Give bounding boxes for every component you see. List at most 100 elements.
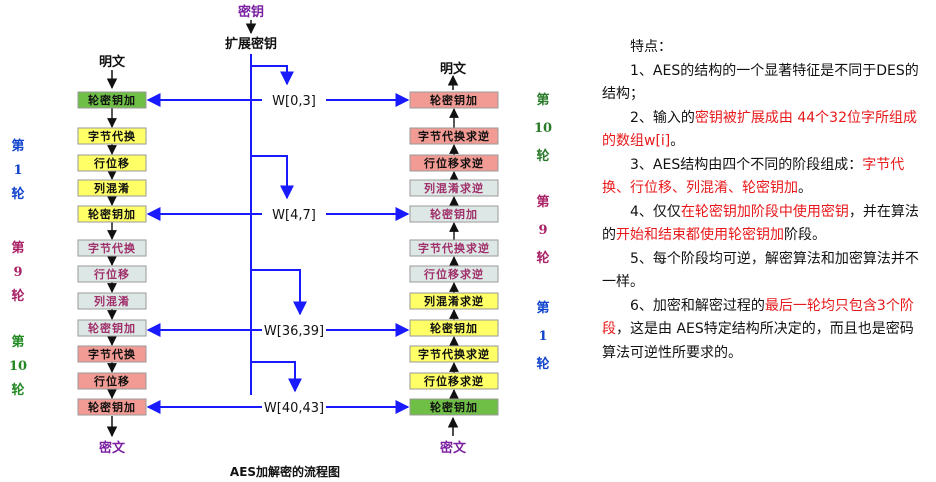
left-stage-box [77,205,147,223]
features-list: 1、AES的结构的一个显著特征是不同于DES的结构；2、输入的密钥被扩展成由 4… [602,60,924,366]
left-stage-box [77,265,147,283]
feature-text: ，并在算法的 [602,203,919,244]
right-stage-box [409,372,499,390]
left-round-label: 第 [11,138,24,154]
left-stage-box [77,91,147,109]
left-stage-label: 字节代换 [88,347,136,361]
key-branch [251,361,302,393]
right-stage-box [409,239,499,257]
features-panel: 特点： 1、AES的结构的一个显著特征是不同于DES的结构；2、输入的密钥被扩展… [602,36,924,365]
feature-highlight: 最后一轮均只包含3个阶段 [602,297,914,338]
left-stage-label: 轮密钥加 [88,93,136,107]
left-round-label: 轮 [11,288,24,304]
right-stage-label: 字节代换求逆 [418,241,490,255]
feature-item: 5、每个阶段均可逆，解密算法和加密算法并不一样。 [602,248,924,295]
right-stage-box [409,91,499,109]
right-stage-box [409,292,499,310]
left-stage-box [77,345,147,363]
right-round-label: 10 [534,121,552,136]
left-stage-label: 字节代换 [88,241,136,255]
feature-highlight: 密钥被扩展成由 44个32位字所组成的数组w[i] [602,109,918,150]
right-stage-box [409,398,499,416]
left-round-label: 轮 [11,186,24,202]
feature-text: 阶段。 [784,227,826,243]
feature-highlight: 字节代换、行位移、列混淆、轮密钥加 [602,156,905,197]
left-stage-label: 行位移 [93,374,130,388]
right-stage-label: 列混淆求逆 [424,294,484,308]
right-stage-label: 行位移求逆 [423,374,484,388]
feature-text: 。 [798,180,812,196]
left-stage-box [77,154,147,172]
right-round-label: 1 [538,329,547,344]
left-stage-box [77,319,147,337]
right-round-label: 第 [536,300,549,316]
right-round-label: 轮 [536,250,549,266]
left-stage-box [77,179,147,197]
right-stage-label: 轮密钥加 [430,207,478,221]
w-label: W[40,43] [264,401,324,416]
right-stage-label: 轮密钥加 [430,321,478,335]
right-stage-box [409,154,499,172]
left-stage-box [77,239,147,257]
feature-text: 1、AES的结构的一个显著特征是不同于DES的结构； [602,62,919,103]
w-label-bg [262,91,326,109]
left-stage-label: 列混淆 [94,181,130,195]
left-stage-box [77,398,147,416]
plaintext-label: 明文 [99,54,126,70]
w-label-bg [262,321,326,339]
feature-text: 5、每个阶段均可逆，解密算法和加密算法并不一样。 [602,250,919,291]
left-stage-label: 字节代换 [88,129,136,143]
right-stage-box [409,205,499,223]
right-stage-box [409,265,499,283]
feature-item: 6、加密和解密过程的最后一轮均只包含3个阶段，这是由 AES特定结构所决定的，而… [602,295,924,366]
left-stage-label: 行位移 [93,267,130,281]
left-stage-box [77,127,147,145]
right-round-label: 第 [536,194,549,210]
w-label: W[0,3] [272,94,316,109]
left-stage-label: 轮密钥加 [88,400,136,414]
feature-text: 6、加密和解密过程的 [630,297,765,314]
feature-text: 。 [670,133,685,149]
feature-text: ，这是由 AES特定结构所决定的，而且也是密码算法可逆性所要求的。 [602,321,914,361]
right-stage-box [409,127,499,145]
right-stage-label: 行位移求逆 [423,156,484,170]
left-round-label: 第 [11,334,24,350]
feature-highlight: 开始和结束都使用轮密钥加 [616,227,784,243]
right-stage-label: 字节代换求逆 [418,347,490,361]
left-round-label: 第 [11,240,24,256]
key-branch [251,269,307,316]
w-label-bg [262,205,326,223]
feature-text: 4、仅仅 [630,203,681,220]
key-label: 密钥 [237,4,264,20]
right-round-label: 轮 [536,356,549,372]
right-ciphertext-label: 密文 [439,440,467,456]
left-round-label: 9 [13,265,22,280]
left-round-label: 10 [9,359,27,374]
feature-item: 4、仅仅在轮密钥加阶段中使用密钥，并在算法的开始和结束都使用轮密钥加阶段。 [602,201,924,248]
left-stage-label: 行位移 [93,156,130,170]
right-stage-box [409,179,499,197]
left-stage-box [77,292,147,310]
features-heading: 特点： [630,39,672,55]
right-round-label: 轮 [536,148,549,164]
left-round-label: 1 [13,163,22,178]
w-label-bg [262,398,326,416]
feature-item: 3、AES结构由四个不同的阶段组成：字节代换、行位移、列混淆、轮密钥加。 [602,154,924,201]
right-stage-label: 行位移求逆 [423,267,484,281]
expand-key-label: 扩展密钥 [225,36,277,52]
left-stage-box [77,372,147,390]
right-round-label: 9 [538,223,547,238]
right-stage-label: 轮密钥加 [430,93,478,107]
feature-text: 3、AES结构由四个不同的阶段组成： [630,156,863,173]
key-branch [251,155,294,200]
right-stage-box [409,345,499,363]
feature-item: 2、输入的密钥被扩展成由 44个32位字所组成的数组w[i]。 [602,107,924,154]
feature-highlight: 在轮密钥加阶段中使用密钥 [680,203,849,220]
aes-flow-diagram: 密钥 扩展密钥 明文 明文 密文 密文 AES加解密的流程图 轮密钥加字节代换行… [9,4,552,479]
left-stage-label: 轮密钥加 [88,207,136,221]
feature-text: 2、输入的 [630,109,695,126]
left-stage-label: 列混淆 [94,294,130,308]
right-plaintext-label: 明文 [440,61,467,77]
w-label: W[4,7] [272,208,316,223]
right-stage-label: 列混淆求逆 [424,181,484,195]
